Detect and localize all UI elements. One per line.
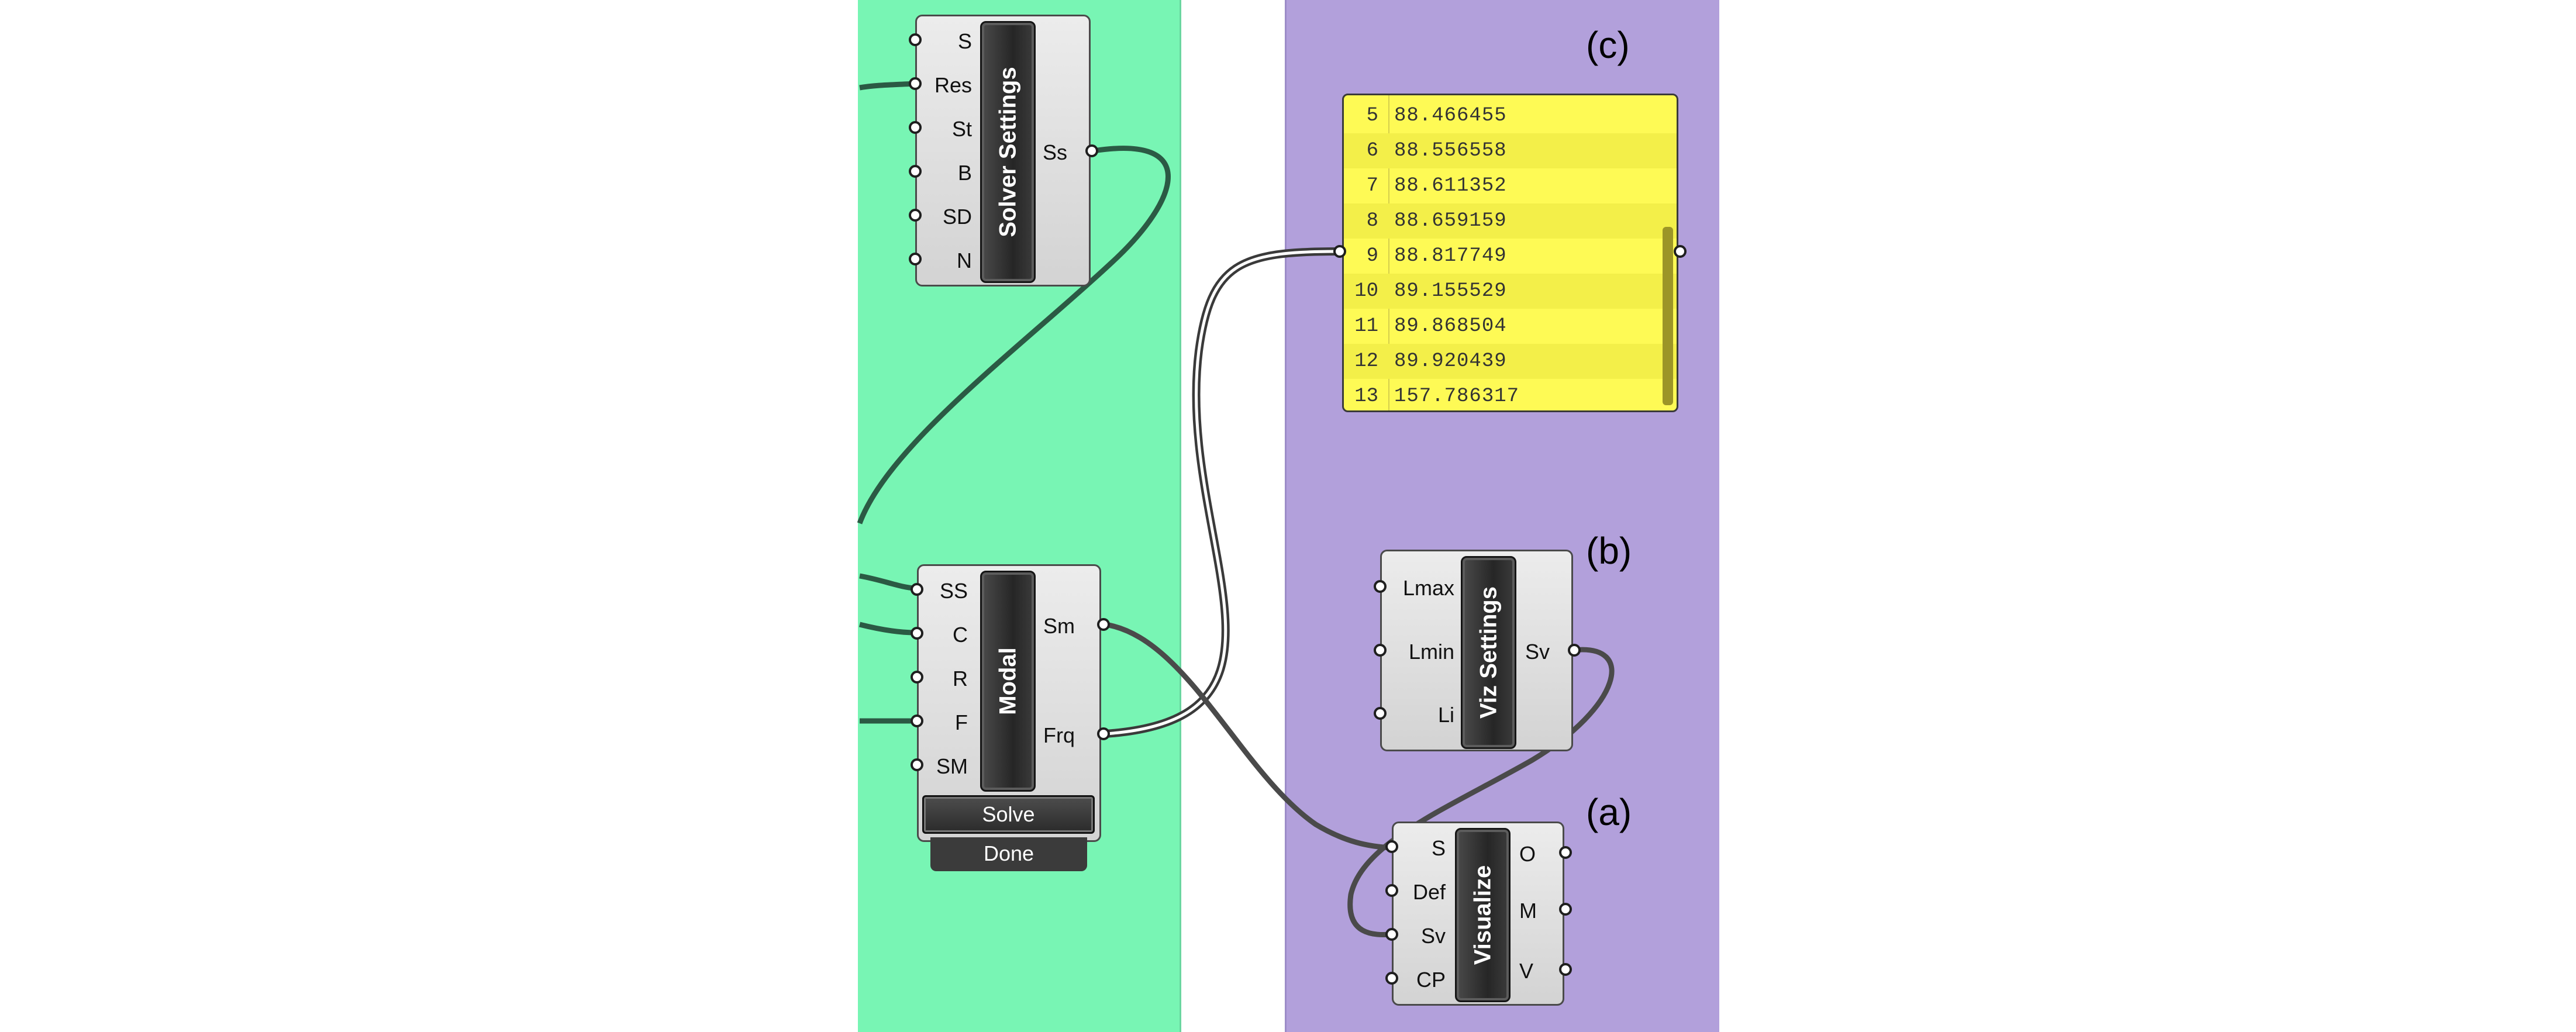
pin-visualize-cp[interactable]	[1385, 972, 1398, 985]
pin-panel-out[interactable]	[1674, 245, 1687, 258]
modal-bar[interactable]: Modal	[980, 571, 1036, 792]
pin-modal-r[interactable]	[911, 671, 923, 684]
pin-solver-n[interactable]	[909, 253, 922, 265]
visualize-input-sv[interactable]: Sv	[1420, 924, 1446, 948]
viz-input-li[interactable]: Li	[1437, 703, 1454, 727]
panel-row-value: 89.155529	[1394, 280, 1507, 302]
pin-solver-st[interactable]	[909, 121, 922, 134]
pin-visualize-sv[interactable]	[1385, 928, 1398, 941]
pin-modal-ss[interactable]	[911, 583, 923, 596]
panel-index-divider	[1388, 95, 1389, 410]
panel-row-value: 88.556558	[1394, 140, 1507, 162]
panel-row-index: 6	[1366, 140, 1378, 162]
modal-output-frq[interactable]: Frq	[1043, 723, 1075, 747]
solve-button[interactable]: Solve	[922, 795, 1095, 834]
panel-row-index: 13	[1354, 385, 1378, 408]
panel-row-index: 11	[1354, 315, 1378, 337]
pin-modal-frq[interactable]	[1097, 727, 1110, 740]
pin-solver-s[interactable]	[909, 33, 922, 46]
pin-solver-b[interactable]	[909, 165, 922, 178]
visualize-output-m[interactable]: M	[1519, 899, 1537, 923]
panel-row-value: 88.659159	[1394, 210, 1507, 232]
visualize-node[interactable]: Visualize S Def Sv CP O M V	[1392, 822, 1564, 1006]
pin-visualize-def[interactable]	[1385, 884, 1398, 897]
solver-output-ss[interactable]: Ss	[1043, 140, 1068, 164]
viz-output-sv[interactable]: Sv	[1525, 640, 1550, 664]
viz-input-lmin[interactable]: Lmin	[1408, 640, 1454, 664]
viz-settings-title: Viz Settings	[1475, 586, 1501, 719]
solver-settings-node[interactable]: Solver Settings S Res St B SD N Ss	[915, 15, 1091, 287]
panel-row: 10 89.155529	[1344, 274, 1677, 309]
visualize-bar[interactable]: Visualize	[1455, 828, 1511, 1002]
pin-modal-f[interactable]	[911, 715, 923, 727]
visualize-input-s[interactable]: S	[1431, 836, 1446, 860]
solver-input-b[interactable]: B	[957, 161, 972, 185]
visualize-input-def[interactable]: Def	[1412, 880, 1446, 904]
panel-row-value: 88.611352	[1394, 175, 1507, 197]
pin-modal-sm-out[interactable]	[1097, 618, 1110, 631]
panel-row-index: 10	[1354, 280, 1378, 302]
panel-row: 8 88.659159	[1344, 203, 1677, 239]
pin-viz-lmax[interactable]	[1374, 580, 1387, 593]
panel-row-value: 88.466455	[1394, 105, 1507, 127]
panel-row-value: 157.786317	[1394, 385, 1520, 408]
label-a: (a)	[1586, 791, 1632, 833]
solver-input-n[interactable]: N	[957, 248, 972, 272]
viz-settings-node[interactable]: Viz Settings Lmax Lmin Li Sv	[1380, 550, 1573, 751]
modal-input-c[interactable]: C	[953, 623, 968, 647]
visualize-input-cp[interactable]: CP	[1416, 968, 1446, 992]
pin-viz-li[interactable]	[1374, 707, 1387, 720]
panel-row: 7 88.611352	[1344, 168, 1677, 203]
modal-title: Modal	[995, 647, 1020, 715]
solver-settings-title: Solver Settings	[995, 67, 1020, 237]
modal-input-r[interactable]: R	[953, 667, 968, 691]
pin-panel-in[interactable]	[1333, 245, 1346, 258]
panel-row: 6 88.556558	[1344, 133, 1677, 168]
panel-row-index: 9	[1366, 245, 1378, 267]
modal-input-ss[interactable]: SS	[939, 579, 968, 603]
solver-input-s[interactable]: S	[957, 29, 972, 53]
pin-solver-ss[interactable]	[1085, 144, 1098, 157]
panel-row-value: 89.868504	[1394, 315, 1507, 337]
panel-row-value: 88.817749	[1394, 245, 1507, 267]
pin-modal-c[interactable]	[911, 627, 923, 640]
pin-visualize-v[interactable]	[1559, 963, 1572, 976]
panel-row-index: 5	[1366, 105, 1378, 127]
pin-viz-lmin[interactable]	[1374, 644, 1387, 657]
panel-scrollbar[interactable]	[1663, 227, 1673, 405]
viz-settings-bar[interactable]: Viz Settings	[1461, 556, 1516, 749]
pin-solver-sd[interactable]	[909, 209, 922, 222]
visualize-output-v[interactable]: V	[1519, 959, 1534, 983]
visualize-output-o[interactable]: O	[1519, 842, 1536, 866]
modal-input-f[interactable]: F	[955, 710, 968, 734]
viz-input-lmax[interactable]: Lmax	[1402, 576, 1454, 600]
pin-visualize-o[interactable]	[1559, 846, 1572, 859]
output-panel[interactable]: 5 88.466455 6 88.556558 7 88.611352 8 88…	[1342, 94, 1678, 412]
label-c: (c)	[1586, 24, 1630, 66]
modal-output-sm[interactable]: Sm	[1043, 614, 1075, 638]
modal-input-sm[interactable]: SM	[936, 754, 968, 778]
solver-input-sd[interactable]: SD	[942, 205, 972, 229]
panel-row: 5 88.466455	[1344, 98, 1677, 133]
panel-row: 9 88.817749	[1344, 239, 1677, 274]
pin-solver-res[interactable]	[909, 77, 922, 90]
panel-row-index: 12	[1354, 350, 1378, 372]
panel-row: 12 89.920439	[1344, 344, 1677, 379]
panel-row-index: 8	[1366, 210, 1378, 232]
label-b: (b)	[1586, 530, 1632, 572]
panel-row: 11 89.868504	[1344, 309, 1677, 344]
visualize-title: Visualize	[1470, 865, 1495, 965]
pin-modal-sm-in[interactable]	[911, 758, 923, 771]
status-label: Done	[930, 837, 1087, 871]
pin-viz-sv[interactable]	[1568, 644, 1581, 657]
panel-row-value: 89.920439	[1394, 350, 1507, 372]
solver-input-res[interactable]: Res	[934, 73, 972, 97]
panel-row: 13 157.786317	[1344, 379, 1677, 410]
pin-visualize-s[interactable]	[1385, 840, 1398, 853]
pin-visualize-m[interactable]	[1559, 903, 1572, 916]
panel-row-index: 7	[1366, 175, 1378, 197]
solver-settings-bar[interactable]: Solver Settings	[980, 21, 1036, 283]
solver-input-st[interactable]: St	[951, 117, 972, 141]
